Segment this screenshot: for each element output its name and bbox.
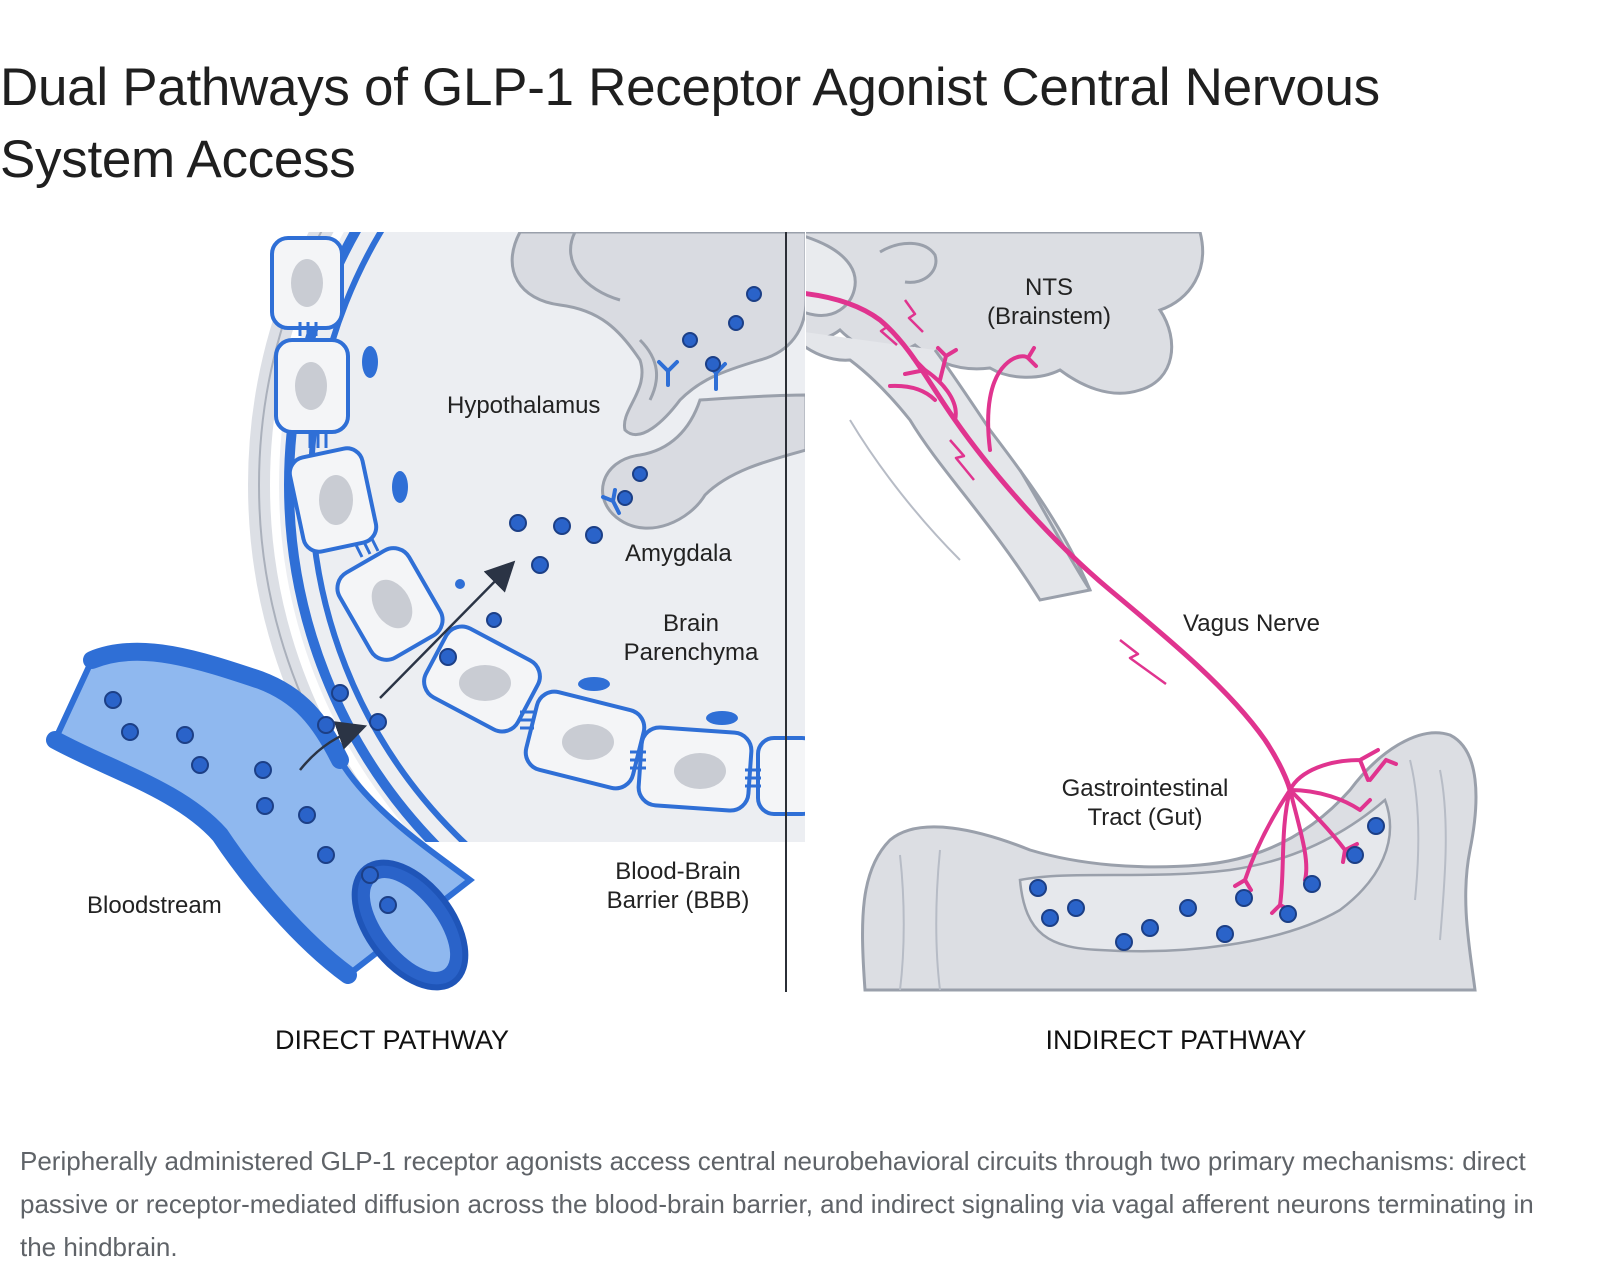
label-nts-line2: (Brainstem) (987, 303, 1111, 330)
direct-pathway-illustration (248, 232, 805, 842)
label-bbb-line1: Blood-Brain (615, 858, 740, 885)
label-direct-pathway: DIRECT PATHWAY (275, 1025, 509, 1055)
endothelial-cells (270, 236, 805, 816)
signal-bolts (874, 299, 1167, 686)
diffusion-arrow (379, 560, 516, 699)
hypothalamus-structure (510, 232, 805, 437)
gut-structure (861, 731, 1478, 992)
glp1-molecules-direct (104, 286, 762, 914)
label-amygdala: Amygdala (625, 540, 732, 567)
indirect-pathway-illustration (806, 232, 1478, 992)
glp1-receptors (601, 360, 727, 515)
endothelial-layer (284, 232, 440, 842)
label-nts-line1: NTS (1025, 274, 1073, 301)
glp1-molecules-gut (1029, 817, 1385, 951)
label-indirect-pathway: INDIRECT PATHWAY (1045, 1025, 1306, 1055)
label-gi-line2: Tract (Gut) (1087, 804, 1202, 831)
exit-arrow (299, 721, 368, 771)
label-brain-parenchyma-line1: Brain (663, 610, 719, 637)
amygdala-structure (601, 393, 805, 530)
figure-title: Dual Pathways of GLP-1 Receptor Agonist … (0, 58, 1380, 189)
label-hypothalamus: Hypothalamus (447, 392, 600, 419)
pathway-diagram: Hypothalamus Amygdala Brain Parenchyma B… (0, 232, 1600, 1072)
label-gi-line1: Gastrointestinal (1062, 775, 1229, 802)
label-brain-parenchyma-line2: Parenchyma (624, 639, 759, 666)
label-bloodstream: Bloodstream (87, 892, 222, 919)
figure-caption: Peripherally administered GLP-1 receptor… (20, 1146, 1534, 1262)
label-vagus-nerve: Vagus Nerve (1183, 610, 1320, 637)
label-bbb-line2: Barrier (BBB) (607, 887, 750, 914)
diagram-canvas: Hypothalamus Amygdala Brain Parenchyma B… (46, 232, 1478, 1055)
